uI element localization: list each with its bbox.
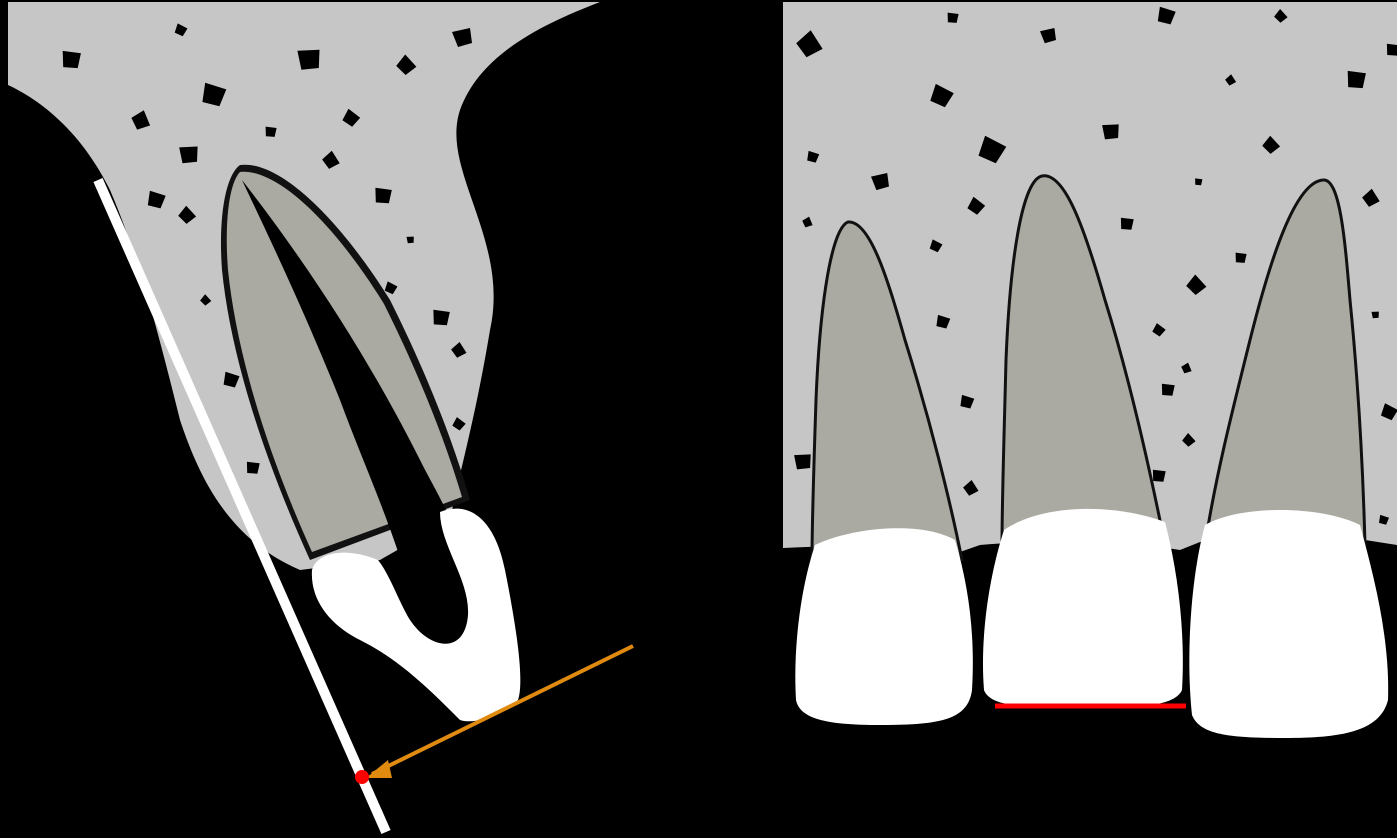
bone-pore [1387,44,1397,56]
bone-pore [1153,470,1166,482]
bone-pore [63,51,81,68]
bone-pore [375,188,391,204]
bone-pore [433,310,449,326]
frontal-view-panel [783,2,1397,738]
bone-pore [1121,218,1134,230]
bone-pore [794,454,811,469]
bone-pore [1102,124,1119,139]
crown-left [795,528,973,725]
bone-pore [1348,71,1366,88]
crown-right [1189,510,1388,738]
crown-center [983,509,1183,708]
bone-pore [1195,178,1202,185]
contact-point-marker [355,770,369,784]
bone-pore [247,462,260,474]
bone-pore [1162,384,1175,396]
